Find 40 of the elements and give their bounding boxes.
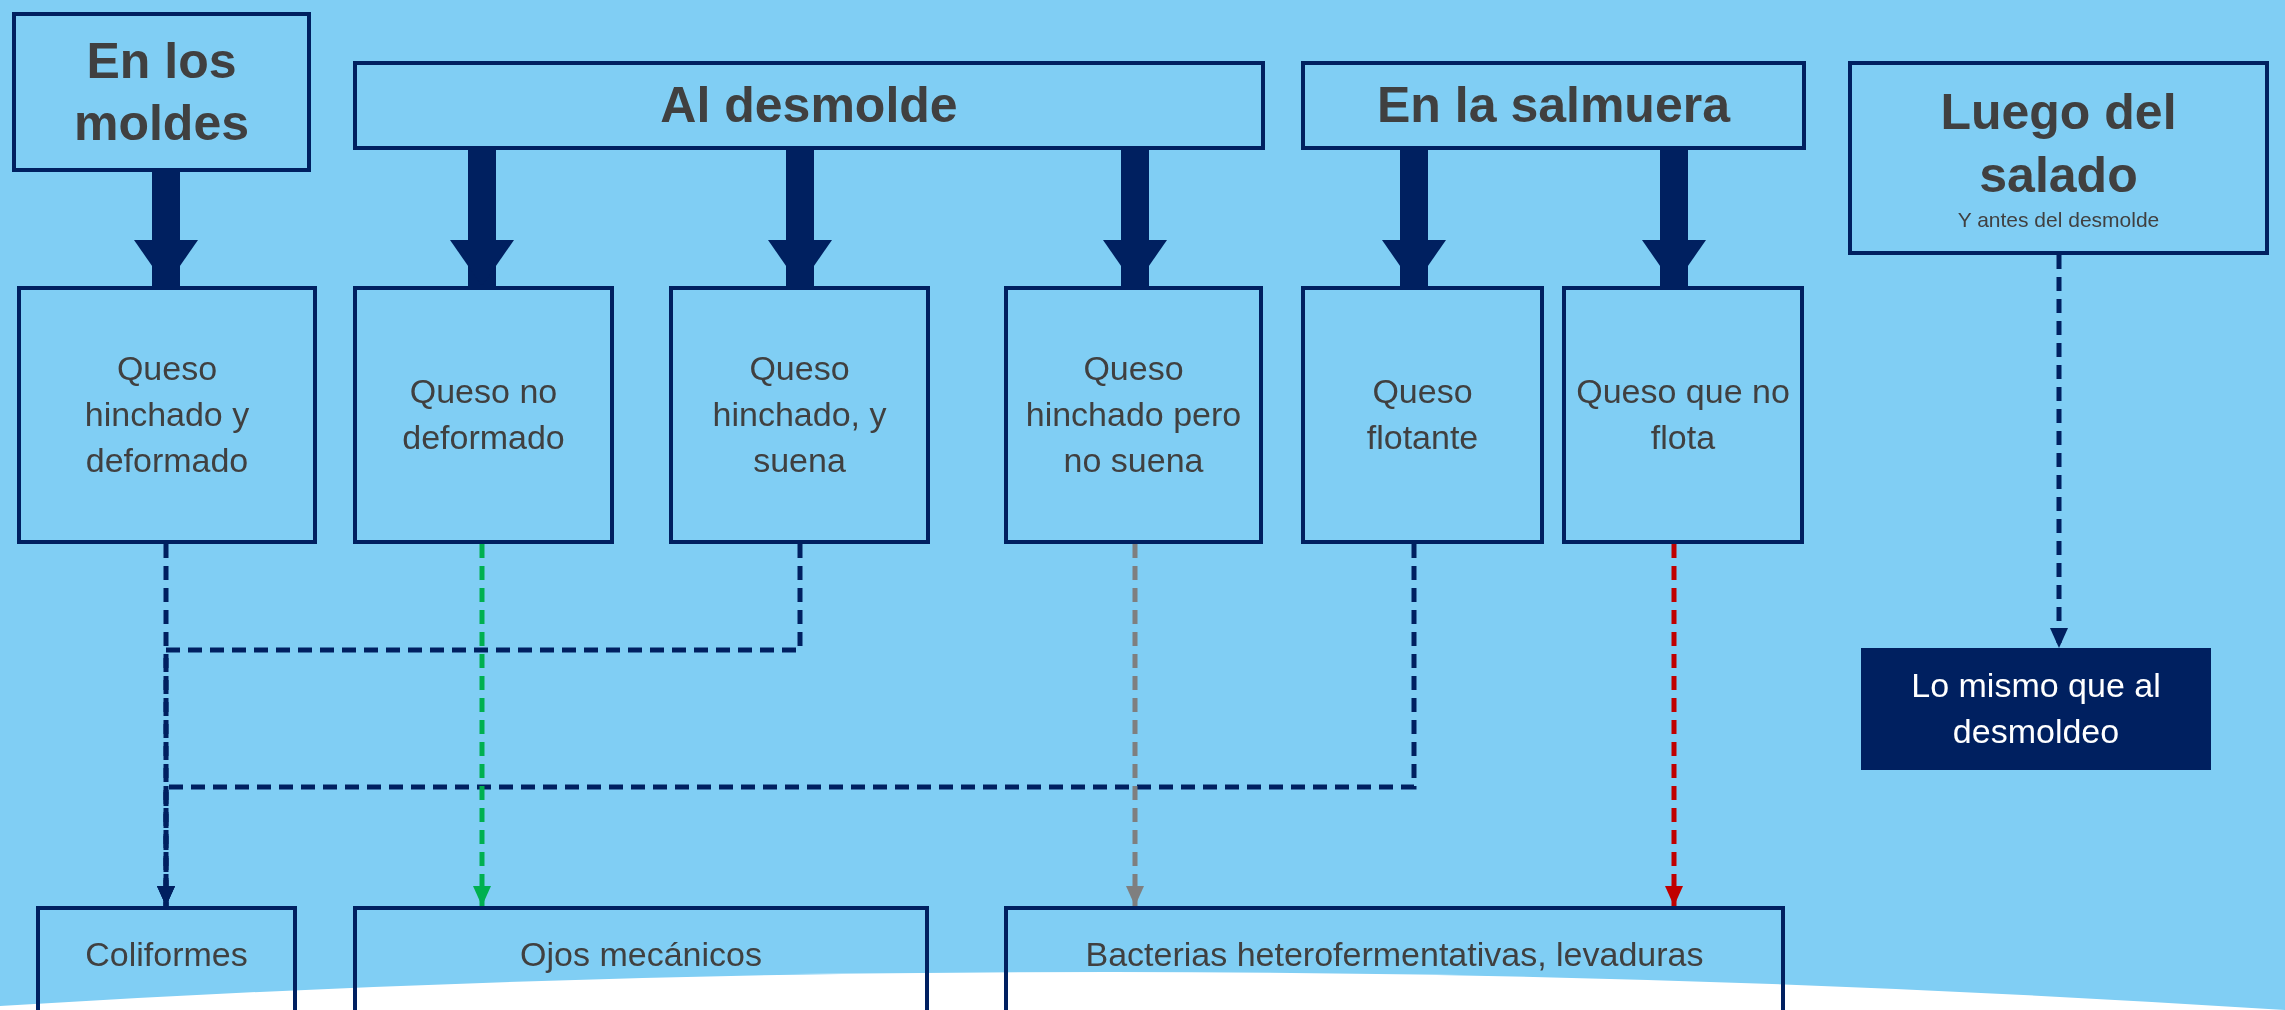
dashed-arrow <box>1126 544 1144 906</box>
process-box <box>669 286 930 544</box>
block-arrow <box>1382 150 1446 286</box>
node-text: Queso hinchado, y suena <box>711 348 888 481</box>
stage-box <box>353 61 1265 150</box>
stage-heading: Al desmolde <box>659 76 959 136</box>
process-box <box>353 286 614 544</box>
block-arrow <box>1642 150 1706 286</box>
process-box <box>1301 286 1544 544</box>
dashed-arrow <box>473 544 491 906</box>
node-text: Queso no deformado <box>401 371 566 458</box>
dashed-arrow <box>2050 255 2068 648</box>
block-arrow <box>1103 150 1167 286</box>
node-text: Queso hinchado pero no suena <box>1024 348 1243 481</box>
stage-box <box>12 12 311 172</box>
stage-heading: En la salmuera <box>1376 76 1732 136</box>
process-box <box>1562 286 1804 544</box>
result-box <box>1861 648 2211 770</box>
stage-subheading: Y antes del desmolde <box>1956 207 2161 234</box>
block-arrow <box>768 150 832 286</box>
node-text: Queso flotante <box>1365 371 1480 458</box>
dashed-arrow <box>1665 544 1683 906</box>
node-text: Bacterias heterofermentativas, levaduras <box>1084 934 1705 975</box>
process-box <box>353 906 929 1010</box>
stage-box <box>1848 61 2269 255</box>
node-text: Queso hinchado y deformado <box>83 348 251 481</box>
node-text: Lo mismo que al desmoldeo <box>1910 665 2162 752</box>
block-arrow <box>134 172 198 286</box>
process-box <box>17 286 317 544</box>
process-box <box>36 906 297 1010</box>
block-arrow <box>450 150 514 286</box>
dashed-arrow <box>157 544 1417 906</box>
process-box <box>1004 906 1785 1010</box>
stage-box <box>1301 61 1806 150</box>
stage-heading: Luego del salado <box>1939 83 2178 205</box>
node-text: Queso que no flota <box>1575 371 1791 458</box>
node-text: Coliformes <box>84 934 249 975</box>
node-text: Ojos mecánicos <box>519 934 763 975</box>
process-box <box>1004 286 1263 544</box>
stage-heading: En los moldes <box>72 31 251 153</box>
